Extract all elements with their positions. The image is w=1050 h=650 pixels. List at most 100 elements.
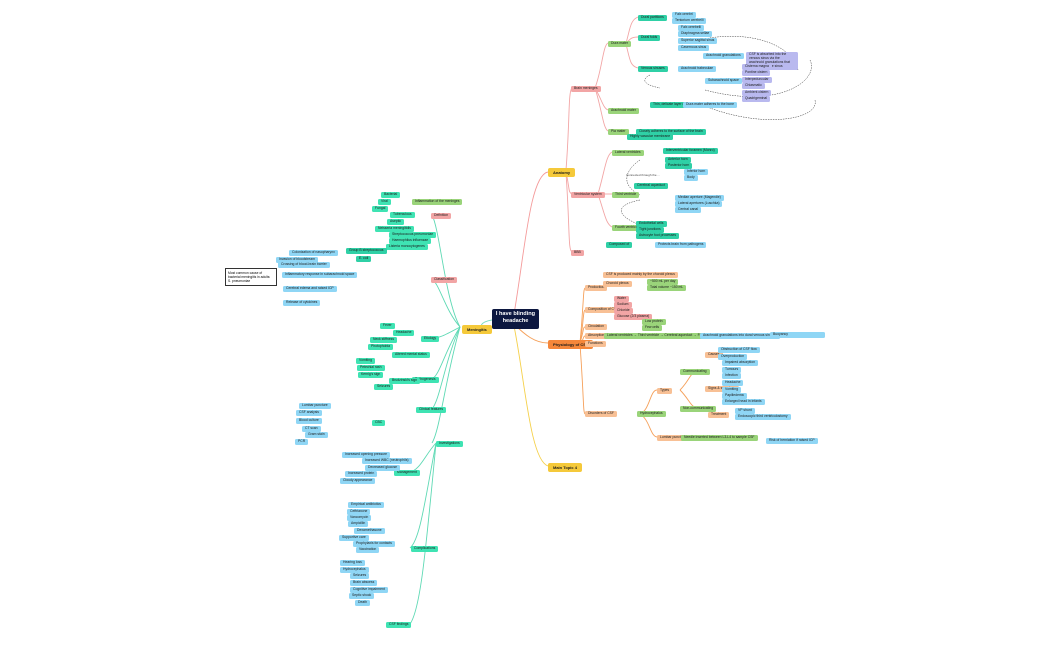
- mgmt-7[interactable]: Prophylaxis for contacts: [353, 541, 395, 547]
- class-1[interactable]: Bacterial: [381, 192, 401, 198]
- node-circulation[interactable]: Circulation: [585, 324, 608, 330]
- node-pathogenesis[interactable]: Pathogenesis: [412, 377, 439, 383]
- cause-5[interactable]: Infection: [722, 373, 741, 379]
- inv-2[interactable]: CSF analysis: [296, 410, 322, 416]
- clin-8[interactable]: Kernig's sign: [358, 372, 384, 378]
- node-granulations[interactable]: Arachnoid granulations: [703, 53, 744, 59]
- topic-meningitis[interactable]: Meningitis: [462, 325, 492, 334]
- mgmt-8[interactable]: Vaccination: [356, 547, 380, 553]
- node-management[interactable]: Management: [394, 470, 420, 476]
- node-production-note[interactable]: CSF is produced mainly by the choroid pl…: [603, 272, 678, 278]
- node-thin-layer[interactable]: Thin, delicate layer of connective tissu…: [650, 102, 716, 108]
- node-bbb[interactable]: BBB: [571, 250, 584, 256]
- sign-3[interactable]: Papilledema: [722, 393, 747, 399]
- node-hydrocephalus[interactable]: Hydrocephalus: [637, 411, 666, 417]
- clin-10[interactable]: Seizures: [374, 384, 394, 390]
- comp-2[interactable]: Hydrocephalus: [340, 567, 369, 573]
- inv-1[interactable]: Lumbar puncture: [299, 403, 331, 409]
- node-lateral-ventricles[interactable]: Lateral ventricles: [612, 150, 644, 156]
- cistern-5[interactable]: Ambient cistern: [742, 90, 772, 96]
- inv-3[interactable]: Blood culture: [296, 418, 322, 424]
- node-complications[interactable]: Complications: [411, 546, 439, 552]
- clin-1[interactable]: Fever: [380, 323, 395, 329]
- node-func-list[interactable]: Buoyancy: [770, 332, 825, 338]
- node-interventricular[interactable]: Interventricular foramen (Monro): [663, 148, 718, 154]
- node-sagittal[interactable]: Superior sagittal sinus: [678, 38, 718, 44]
- comp-item-5[interactable]: Low protein: [642, 319, 666, 325]
- mgmt-5[interactable]: Dexamethasone: [354, 528, 385, 534]
- patho-2[interactable]: Invasion of bloodstream: [276, 257, 318, 263]
- mgmt-2[interactable]: Ceftriaxone: [347, 509, 371, 515]
- node-arachnoid-mater[interactable]: Arachnoid mater: [608, 108, 639, 114]
- node-dural-folds[interactable]: Dural folds: [638, 35, 661, 41]
- node-diaphragma[interactable]: Diaphragma sellae: [678, 31, 713, 37]
- node-clinical[interactable]: Clinical features: [416, 407, 447, 413]
- etio-3[interactable]: Haemophilus influenzae: [389, 238, 432, 244]
- comp-item-6[interactable]: Few cells: [642, 325, 663, 331]
- node-median-aperture[interactable]: Median aperture (Magendie): [675, 195, 724, 201]
- etio-4[interactable]: Listeria monocytogenes: [386, 244, 428, 250]
- clin-6[interactable]: Vomiting: [356, 358, 376, 364]
- class-5[interactable]: Aseptic: [387, 219, 405, 225]
- node-definition[interactable]: Definition: [431, 213, 452, 219]
- node-composition[interactable]: Composition of CSF: [585, 307, 622, 313]
- patho-6[interactable]: Release of cytokines: [283, 300, 321, 306]
- node-falx-cerebri[interactable]: Falx cerebri: [672, 12, 696, 18]
- class-3[interactable]: Fungal: [372, 206, 389, 212]
- mgmt-4[interactable]: Ampicillin: [348, 521, 369, 527]
- node-bbb-note[interactable]: Protects brain from pathogens: [655, 242, 707, 248]
- node-posterior-horn[interactable]: Posterior horn: [665, 163, 693, 169]
- node-volume[interactable]: Total volume ~150 mL: [647, 285, 687, 291]
- node-bbb-composed[interactable]: Composed of: [606, 242, 633, 248]
- node-dura-note[interactable]: Dura mater adheres to the bone: [683, 102, 738, 108]
- node-investigations[interactable]: Investigations: [436, 441, 463, 447]
- node-lp-note[interactable]: Needle inserted between L3-L4 to sample …: [681, 435, 758, 441]
- node-cerebral-aqueduct[interactable]: Cerebral aqueduct: [634, 183, 668, 189]
- csf-3[interactable]: Decreased glucose: [365, 465, 401, 471]
- comp-item-2[interactable]: Sodium: [614, 302, 632, 308]
- etio-2[interactable]: Streptococcus pneumoniae: [389, 232, 437, 238]
- node-ventricular-system[interactable]: Ventricular system: [571, 192, 605, 198]
- inv-4[interactable]: CT scan: [302, 426, 321, 432]
- node-falx-cerebelli[interactable]: Falx cerebelli: [678, 25, 704, 31]
- inv-6[interactable]: PCR: [295, 439, 309, 445]
- comp-1[interactable]: Hearing loss: [340, 560, 365, 566]
- node-body[interactable]: Body: [684, 175, 698, 181]
- comp-7[interactable]: Death: [355, 600, 371, 606]
- sign-2[interactable]: Vomiting: [722, 387, 742, 393]
- clin-7[interactable]: Petechial rash: [357, 365, 385, 371]
- node-venous-sinus[interactable]: Venous sinuses: [638, 66, 668, 72]
- node-non-communicating[interactable]: Non-communicating: [680, 406, 717, 412]
- comp-4[interactable]: Brain abscess: [350, 580, 378, 586]
- mgmt-1[interactable]: Empirical antibiotics: [348, 502, 384, 508]
- mgmt-3[interactable]: Vancomycin: [347, 515, 372, 521]
- cause-1[interactable]: Obstruction of CSF flow: [718, 347, 760, 353]
- csf-1[interactable]: Increased opening pressure: [342, 452, 391, 458]
- node-third-ventricle[interactable]: Third ventricle: [612, 192, 640, 198]
- comp-5[interactable]: Cognitive impairment: [350, 587, 388, 593]
- clin-3[interactable]: Neck stiffness: [370, 337, 398, 343]
- comp-item-4[interactable]: Glucose (2/3 plasma): [614, 314, 653, 320]
- etio-5[interactable]: Group B streptococcus: [346, 248, 387, 254]
- cause-3[interactable]: Impaired absorption: [722, 360, 758, 366]
- node-pia-note2[interactable]: Highly vascular membrane: [627, 134, 674, 140]
- node-choroid[interactable]: Choroid plexus: [603, 281, 632, 287]
- node-abs-note[interactable]: Arachnoid granulations into dural venous…: [700, 333, 780, 339]
- csf-5[interactable]: Cloudy appearance: [340, 478, 376, 484]
- node-subarachnoid[interactable]: Subarachnoid space: [705, 78, 742, 84]
- node-communicating[interactable]: Communicating: [680, 369, 710, 375]
- treat-1[interactable]: VP shunt: [735, 408, 755, 414]
- node-cavernous[interactable]: Cavernous sinus: [678, 45, 710, 51]
- node-disorders[interactable]: Disorders of CSF: [585, 411, 618, 417]
- node-lp-risk[interactable]: Risk of herniation if raised ICP: [766, 438, 818, 444]
- topic-main-4[interactable]: Main Topic 4: [548, 463, 582, 472]
- node-classification[interactable]: Classification: [431, 277, 457, 283]
- node-fourth-ventricle[interactable]: Fourth ventricle: [612, 225, 642, 231]
- patho-3[interactable]: Crossing of blood-brain barrier: [278, 262, 330, 268]
- node-pia-note[interactable]: Closely adheres to the surface of the br…: [636, 129, 706, 135]
- bbb-item-1[interactable]: Endothelial cells: [636, 221, 667, 227]
- node-anterior-horn[interactable]: Anterior horn: [665, 157, 691, 163]
- cistern-3[interactable]: Interpeduncular: [742, 77, 772, 83]
- patho-4[interactable]: Inflammatory response in subarachnoid sp…: [282, 272, 358, 278]
- node-absorption[interactable]: Absorption: [585, 333, 608, 339]
